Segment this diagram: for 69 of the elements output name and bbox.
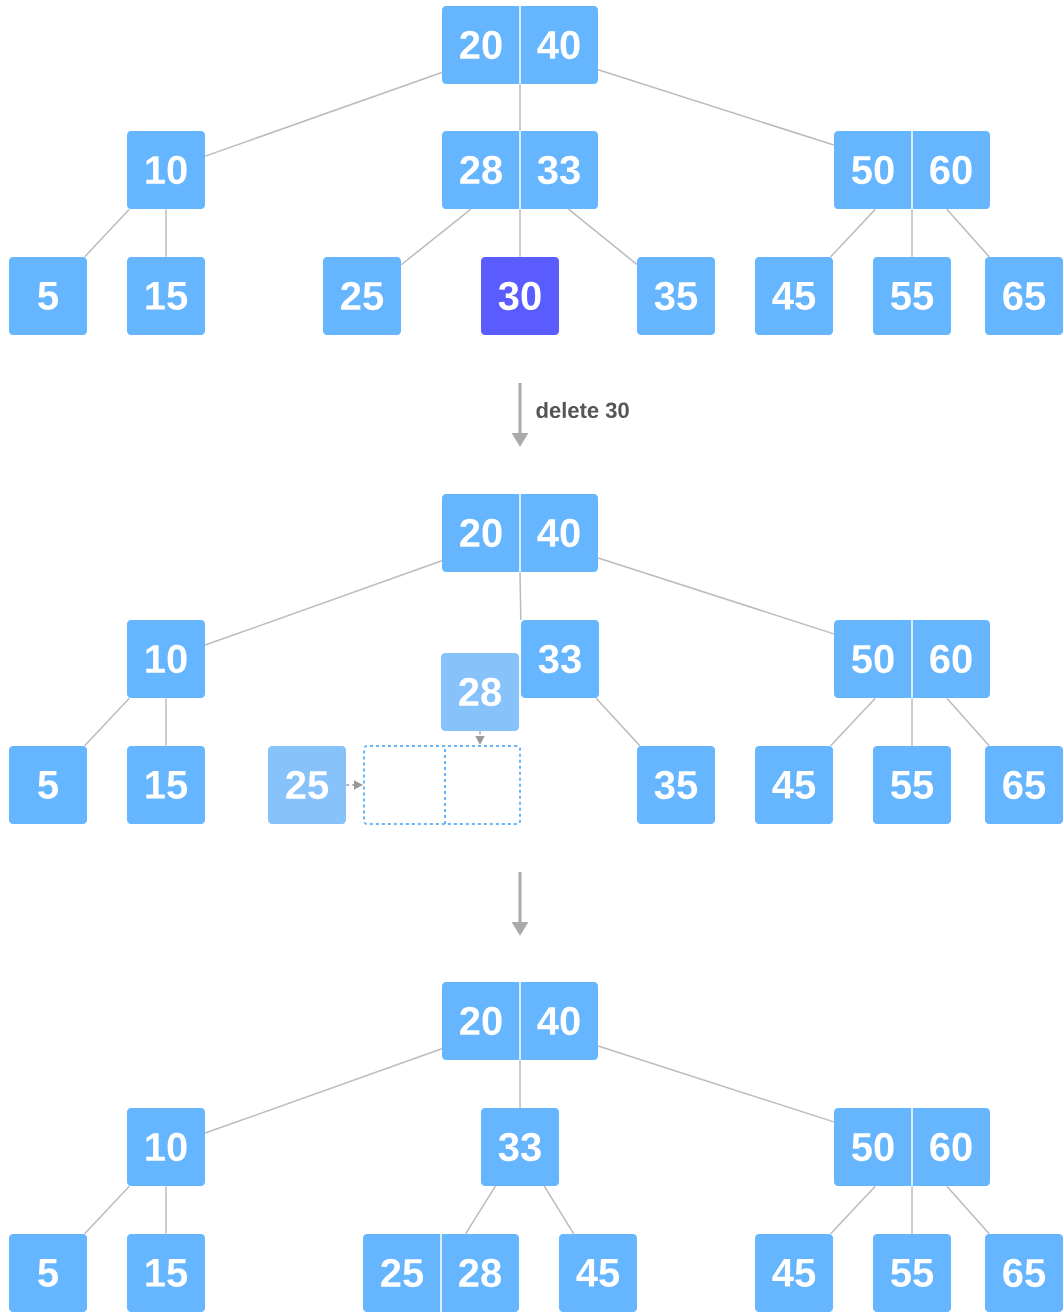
key-node: 50 60 — [834, 619, 990, 699]
tree-line — [911, 697, 913, 747]
tree-line — [519, 1059, 521, 1109]
tree-line — [204, 1048, 443, 1134]
key-node: 20 40 — [442, 493, 598, 573]
key-node: 25 — [268, 746, 346, 824]
key-node: 28 33 — [442, 130, 598, 210]
tree-line — [829, 697, 877, 747]
tree-line — [165, 697, 167, 747]
key-node: 50 60 — [834, 1107, 990, 1187]
key-node: 45 — [755, 1234, 833, 1312]
tree-line — [165, 208, 167, 258]
key-node: 5 — [9, 257, 87, 335]
key-node: 28 — [441, 653, 519, 731]
tree-line — [464, 1185, 497, 1235]
tree-line — [165, 1185, 167, 1235]
tree-line — [519, 571, 522, 621]
key-node: 33 — [481, 1108, 559, 1186]
key-node: 45 — [559, 1234, 637, 1312]
tree-line — [519, 83, 521, 132]
arrow — [475, 730, 485, 745]
tree-line — [83, 208, 131, 258]
tree-line — [400, 208, 472, 266]
tree-line — [946, 1185, 990, 1235]
key-node: 15 — [127, 746, 205, 824]
key-node: 55 — [873, 746, 951, 824]
tree-line — [946, 208, 990, 258]
tree-line — [204, 560, 443, 646]
tree-line — [519, 208, 521, 258]
key-node: 45 — [755, 746, 833, 824]
key-node: 10 — [127, 131, 205, 209]
key-node: 10 — [127, 1108, 205, 1186]
key-node: 35 — [637, 257, 715, 335]
key-node: 55 — [873, 1234, 951, 1312]
step-label: delete 30 — [536, 401, 629, 419]
key-node: 20 40 — [442, 981, 598, 1061]
key-node: 65 — [985, 1234, 1063, 1312]
tree-line — [829, 1185, 877, 1235]
tree-line — [597, 557, 835, 635]
tree-line — [83, 697, 131, 747]
key-node: 5 — [9, 746, 87, 824]
tree-line — [83, 1185, 131, 1235]
arrow — [345, 780, 363, 790]
key-node: 15 — [127, 257, 205, 335]
key-node: 55 — [873, 257, 951, 335]
tree-line — [543, 1185, 575, 1235]
tree-line — [911, 208, 913, 258]
key-node: 10 — [127, 620, 205, 698]
empty-node — [363, 745, 521, 825]
key-node: 65 — [985, 746, 1063, 824]
tree-line — [595, 697, 641, 747]
tree-line — [597, 69, 835, 146]
key-node: 30 — [481, 257, 559, 335]
tree-line — [946, 697, 990, 747]
key-node: 35 — [637, 746, 715, 824]
key-node: 25 28 — [363, 1233, 519, 1312]
tree-line — [911, 1185, 913, 1235]
key-node: 25 — [323, 257, 401, 335]
key-node: 45 — [755, 257, 833, 335]
key-node: 5 — [9, 1234, 87, 1312]
key-node: 20 40 — [442, 5, 598, 85]
tree-line — [597, 1045, 835, 1123]
tree-line — [204, 71, 443, 157]
tree-line — [567, 208, 638, 266]
tree-line — [829, 208, 877, 258]
key-node: 33 — [521, 620, 599, 698]
key-node: 15 — [127, 1234, 205, 1312]
key-node: 65 — [985, 257, 1063, 335]
key-node: 50 60 — [834, 130, 990, 210]
